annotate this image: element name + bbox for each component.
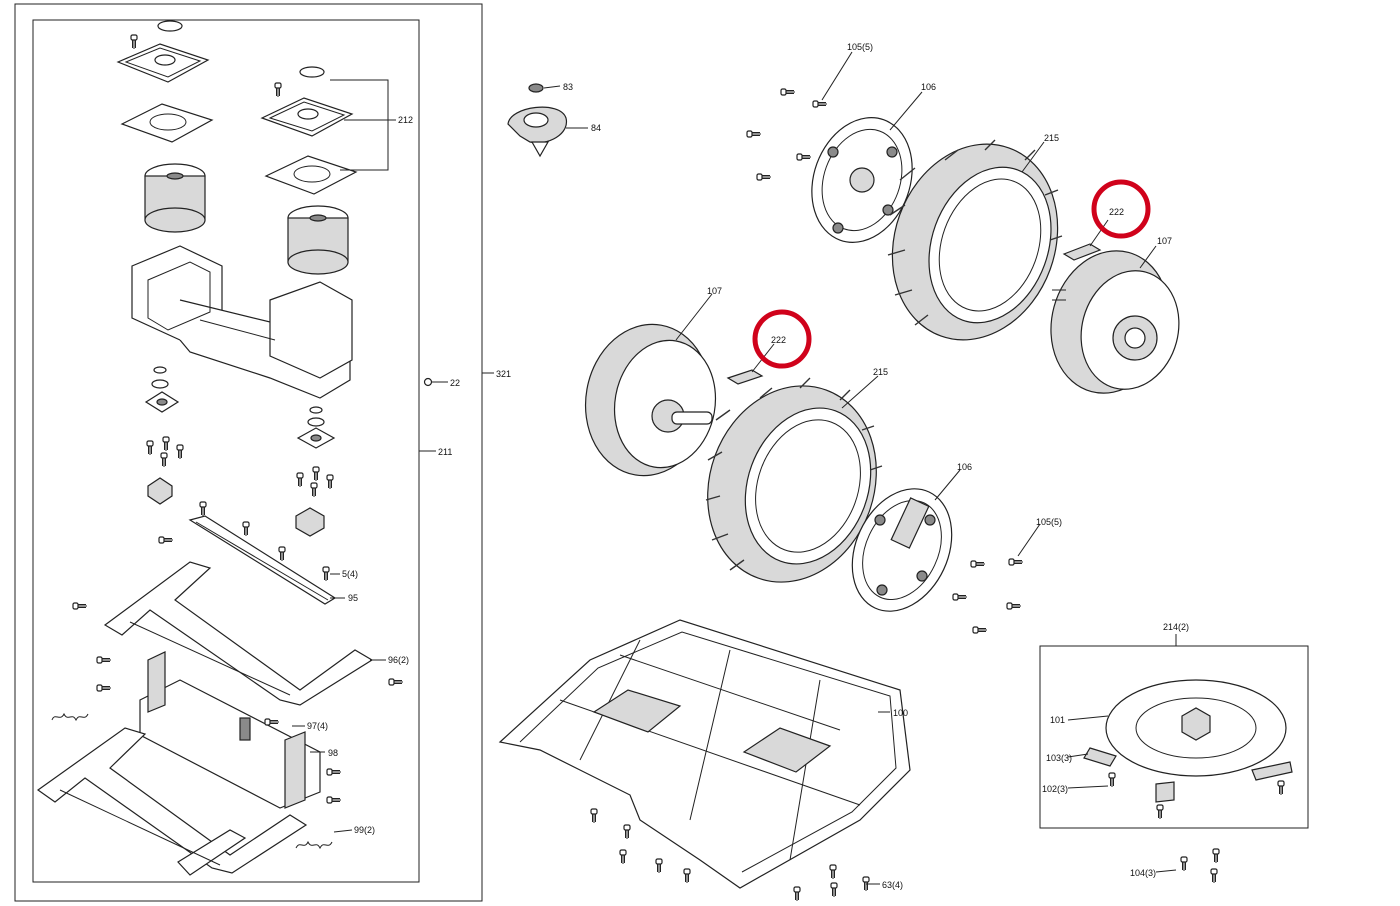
washers-and-flanges: [144, 366, 336, 537]
tire-215-lower: [705, 375, 883, 583]
label-222-upper: [1062, 219, 1109, 261]
springs: [51, 712, 333, 850]
hub-cover-106-lower: [851, 469, 961, 612]
motor-bracket: [131, 245, 353, 399]
label-84: 84: [591, 123, 601, 133]
screws-upper: [746, 51, 853, 181]
label-107-upper: 107: [1157, 236, 1172, 246]
screws-bottom-cover: [590, 808, 880, 902]
wheel-hub-107-upper: [1050, 245, 1180, 394]
screws-lower-wheel: [952, 523, 1041, 634]
hub-cover-106-upper: [811, 91, 923, 243]
label-95: 95: [348, 593, 358, 603]
label-63: 63(4): [882, 880, 903, 890]
wheel-hub-107-lower: [584, 293, 717, 477]
label-103: 103(3): [1046, 753, 1072, 763]
label-99: 99(2): [354, 825, 375, 835]
label-321: 321: [496, 369, 511, 379]
sensor-plate-assembly-right: [260, 66, 358, 195]
leader-lines-left: [292, 79, 494, 833]
upper-chassis: [72, 561, 404, 706]
motor-right: [287, 205, 349, 275]
label-222-lower: 222: [771, 335, 786, 345]
label-215-lower: 215: [873, 367, 888, 377]
label-100: 100: [893, 708, 908, 718]
label-105-upper: 105(5): [847, 42, 873, 52]
highlight-circle-222-upper: [1091, 179, 1151, 239]
label-214: 214(2): [1163, 622, 1189, 632]
label-106-lower: 106: [957, 462, 972, 472]
label-105-lower: 105(5): [1036, 517, 1062, 527]
blade-disc-assembly: [1039, 634, 1309, 829]
label-212: 212: [398, 115, 413, 125]
highlight-circle-222-lower: [752, 309, 812, 369]
screws-104: [1155, 848, 1220, 884]
label-83: 83: [563, 82, 573, 92]
part-labels: 83 84 105(5) 106 215 222 107 107 222 215…: [307, 42, 1189, 890]
sensor-plate-assembly-left: [116, 20, 214, 143]
motor-left: [144, 163, 206, 233]
tire-215-upper: [887, 139, 1063, 341]
label-98: 98: [328, 748, 338, 758]
label-106-upper: 106: [921, 82, 936, 92]
label-102: 102(3): [1042, 784, 1068, 794]
label-222-upper: 222: [1109, 207, 1124, 217]
label-96: 96(2): [388, 655, 409, 665]
label-104: 104(3): [1130, 868, 1156, 878]
label-5: 5(4): [342, 569, 358, 579]
bottom-cover-100: [498, 619, 911, 889]
lower-chassis: [36, 727, 308, 876]
label-107-lower: 107: [707, 286, 722, 296]
label-215-upper: 215: [1044, 133, 1059, 143]
knob-part-83-84: [507, 83, 588, 158]
label-97: 97(4): [307, 721, 328, 731]
label-101: 101: [1050, 715, 1065, 725]
label-22: 22: [450, 378, 460, 388]
label-211: 211: [438, 447, 452, 457]
